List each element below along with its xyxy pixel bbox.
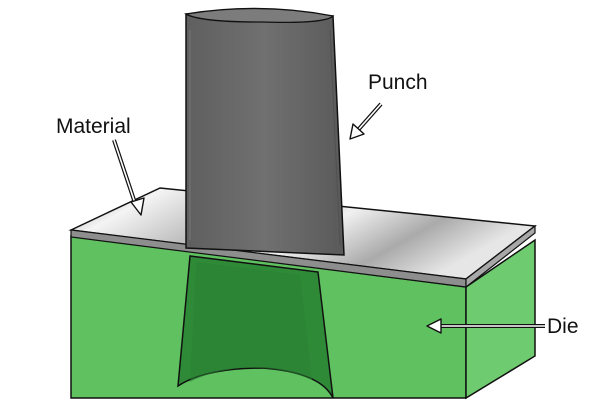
punch-top xyxy=(184,7,335,24)
punch xyxy=(184,7,345,256)
die-side-face xyxy=(465,238,536,400)
material-label: Material xyxy=(56,115,131,138)
material-side-edge xyxy=(465,224,536,289)
die xyxy=(70,235,536,400)
die-hole-shading xyxy=(190,262,312,382)
punch-front-face xyxy=(185,13,345,256)
die-arrow xyxy=(426,318,545,334)
punch-label: Punch xyxy=(368,71,428,94)
punch-arrow xyxy=(349,102,383,140)
die-label: Die xyxy=(547,315,579,338)
material-arrow xyxy=(112,139,145,216)
